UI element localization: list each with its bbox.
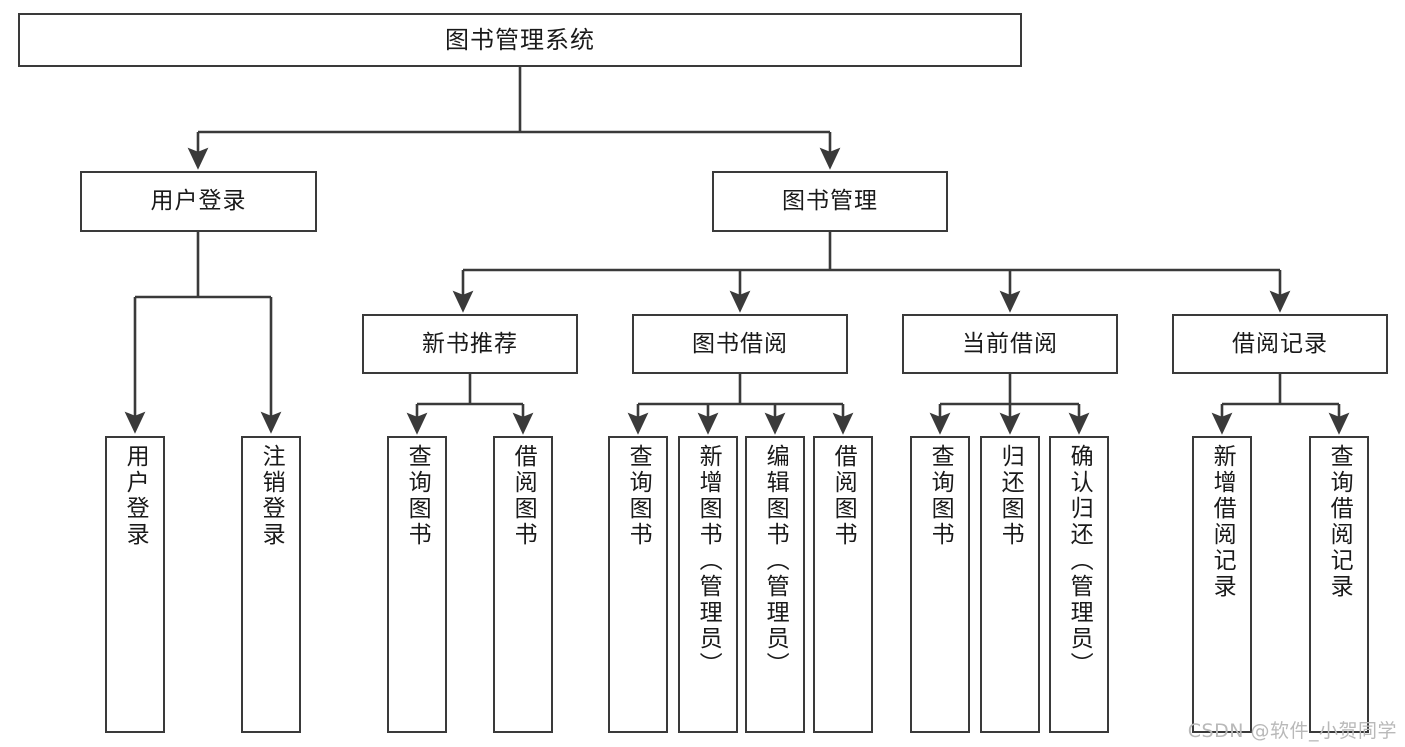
- node-label: 图书管理: [782, 188, 878, 214]
- node-leaf-edit-book[interactable]: 编辑图书（管理员）: [745, 436, 805, 733]
- node-label: 借阅记录: [1232, 330, 1328, 357]
- node-new-book-recommend[interactable]: 新书推荐: [362, 314, 578, 374]
- node-label: 新增借阅记录: [1209, 444, 1236, 600]
- node-label: 确认归还（管理员）: [1066, 444, 1093, 678]
- node-label: 用户登录: [150, 188, 247, 214]
- node-leaf-add-book[interactable]: 新增图书（管理员）: [678, 436, 738, 733]
- node-leaf-borrow-book-recommend[interactable]: 借阅图书: [493, 436, 553, 733]
- node-leaf-add-borrow-record[interactable]: 新增借阅记录: [1192, 436, 1252, 733]
- node-label: 查询图书: [625, 444, 652, 548]
- node-leaf-query-book-current[interactable]: 查询图书: [910, 436, 970, 733]
- node-leaf-query-book-borrow[interactable]: 查询图书: [608, 436, 668, 733]
- node-label: 图书管理系统: [445, 26, 595, 54]
- node-book-manage[interactable]: 图书管理: [712, 171, 948, 232]
- node-label: 借阅图书: [830, 444, 857, 548]
- watermark-text: CSDN @软件_小贺同学: [1187, 720, 1397, 742]
- node-leaf-return-book[interactable]: 归还图书: [980, 436, 1040, 733]
- node-root-system[interactable]: 图书管理系统: [18, 13, 1022, 67]
- node-label: 查询图书: [404, 444, 431, 548]
- node-label: 查询图书: [927, 444, 954, 548]
- node-borrow-record[interactable]: 借阅记录: [1172, 314, 1388, 374]
- node-leaf-confirm-return[interactable]: 确认归还（管理员）: [1049, 436, 1109, 733]
- node-label: 借阅图书: [510, 444, 537, 548]
- node-label: 归还图书: [997, 444, 1024, 548]
- node-label: 当前借阅: [962, 330, 1058, 357]
- node-user-login[interactable]: 用户登录: [80, 171, 317, 232]
- node-leaf-query-book-recommend[interactable]: 查询图书: [387, 436, 447, 733]
- node-label: 新书推荐: [422, 330, 518, 357]
- node-label: 新增图书（管理员）: [695, 444, 722, 678]
- node-leaf-query-borrow-record[interactable]: 查询借阅记录: [1309, 436, 1369, 733]
- node-label: 查询借阅记录: [1326, 444, 1353, 600]
- node-label: 用户登录: [122, 444, 149, 548]
- node-leaf-user-login[interactable]: 用户登录: [105, 436, 165, 733]
- node-leaf-borrow-book[interactable]: 借阅图书: [813, 436, 873, 733]
- node-label: 编辑图书（管理员）: [762, 444, 789, 678]
- node-book-borrow[interactable]: 图书借阅: [632, 314, 848, 374]
- node-leaf-user-logout[interactable]: 注销登录: [241, 436, 301, 733]
- node-label: 图书借阅: [692, 330, 788, 357]
- node-label: 注销登录: [258, 444, 285, 548]
- node-current-borrow[interactable]: 当前借阅: [902, 314, 1118, 374]
